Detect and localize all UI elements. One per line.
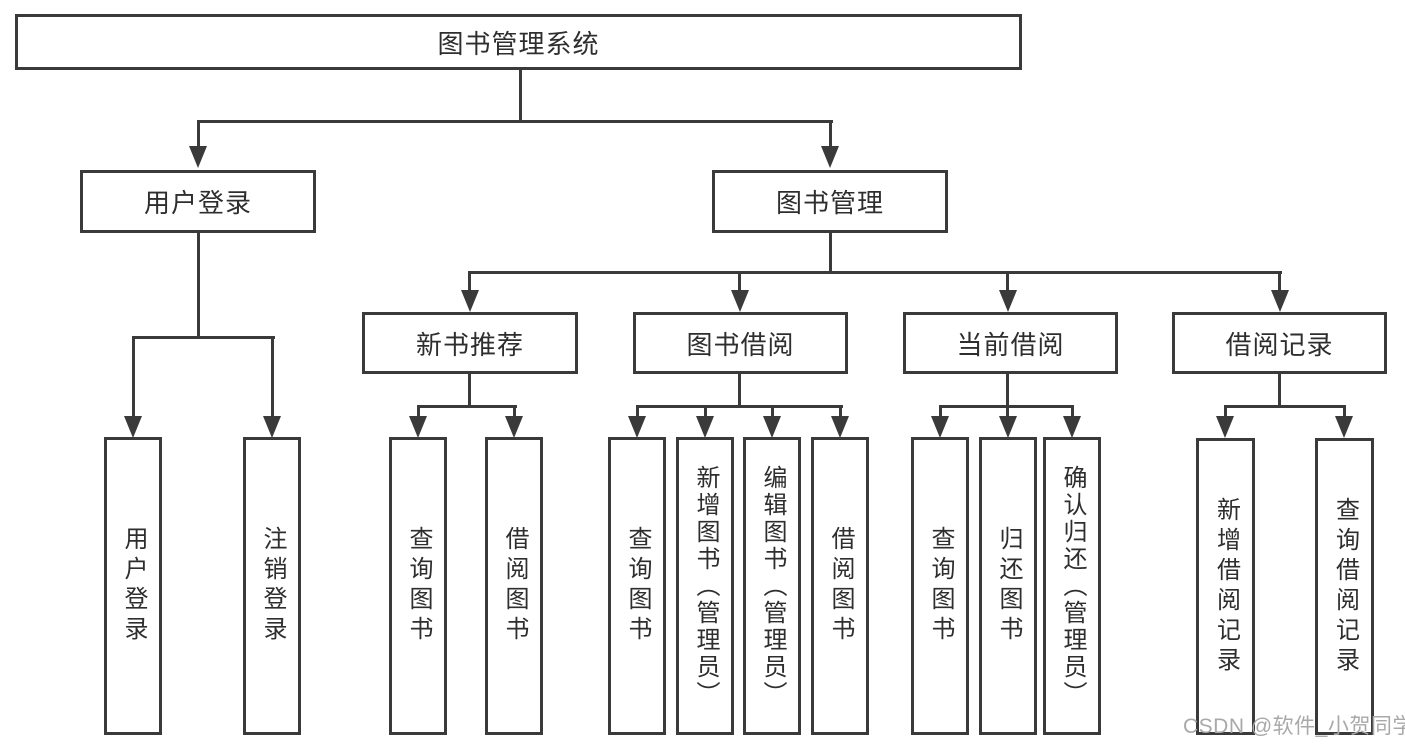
- arrow-to-nb2: [505, 416, 523, 438]
- connector-stem-book-borrow: [738, 271, 741, 291]
- leaf-query-books-2: 查询图书: [608, 437, 666, 735]
- csdn-watermark: CSDN @软件_小贺同学: [1183, 715, 1405, 738]
- leaf-add-books-admin: 新增图书（管理员）: [676, 437, 734, 735]
- leaf-label: 归还图书: [995, 526, 1022, 646]
- leaf-label: 新增图书（管理员）: [692, 464, 719, 708]
- connector-newbooks-hline: [417, 405, 517, 408]
- arrow-to-br1: [1216, 416, 1234, 438]
- leaf-label: 借阅图书: [501, 526, 528, 646]
- arrow-to-book-borrow: [731, 290, 749, 312]
- leaf-label: 查询借阅记录: [1331, 496, 1359, 677]
- connector-stem-cb3: [1071, 405, 1074, 418]
- connector-stem-leaf-logout: [271, 336, 274, 416]
- connector-stem-br1: [1224, 405, 1227, 418]
- connector-user-hline: [132, 336, 275, 339]
- connector-current-vline: [1006, 374, 1009, 408]
- leaf-return-books: 归还图书: [979, 437, 1037, 735]
- node-new-book-recommendation: 新书推荐: [362, 312, 578, 374]
- arrow-to-borrow-records: [1271, 290, 1289, 312]
- leaf-borrow-books-2: 借阅图书: [811, 437, 869, 735]
- arrow-to-bb2: [696, 416, 714, 438]
- connector-stem-bb1: [636, 405, 639, 418]
- node-book-management: 图书管理: [712, 170, 948, 233]
- node-library-management-system: 图书管理系统: [15, 14, 1022, 70]
- leaf-add-borrow-record: 新增借阅记录: [1196, 438, 1255, 735]
- connector-stem-br2: [1343, 405, 1346, 418]
- connector-stem-book-mgmt: [829, 120, 832, 148]
- arrow-to-cb2: [999, 416, 1017, 438]
- leaf-logout: 注销登录: [243, 437, 301, 735]
- arrow-to-current-borrow: [999, 290, 1017, 312]
- leaf-query-borrow-record: 查询借阅记录: [1315, 438, 1374, 735]
- node-label: 用户登录: [143, 188, 252, 218]
- leaf-label: 新增借阅记录: [1212, 496, 1240, 677]
- leaf-label: 查询图书: [405, 526, 432, 646]
- connector-stem-cb1: [939, 405, 942, 418]
- node-user-login: 用户登录: [80, 170, 316, 233]
- connector-newbooks-vline: [468, 374, 471, 408]
- connector-stem-bb4: [839, 405, 842, 418]
- node-label: 借阅记录: [1225, 329, 1334, 360]
- connector-user-vline: [197, 233, 200, 338]
- connector-stem-current-borrow: [1006, 271, 1009, 291]
- node-book-borrowing: 图书借阅: [633, 312, 848, 374]
- leaf-label: 借阅图书: [827, 526, 854, 646]
- connector-level3-hline: [468, 271, 1282, 274]
- connector-borrow-vline: [738, 374, 741, 408]
- leaf-borrow-books-1: 借阅图书: [485, 437, 543, 735]
- arrow-to-bb3: [763, 416, 781, 438]
- connector-stem-nb1: [417, 405, 420, 418]
- leaf-label: 查询图书: [624, 526, 651, 646]
- node-label: 图书管理系统: [437, 28, 600, 59]
- connector-records-vline: [1278, 374, 1281, 408]
- arrow-to-nb1: [409, 416, 427, 438]
- connector-stem-user-login: [197, 120, 200, 148]
- connector-stem-leaf-login: [132, 336, 135, 416]
- leaf-label: 用户登录: [120, 526, 147, 646]
- arrow-to-new-books: [461, 290, 479, 312]
- arrow-to-book-mgmt: [821, 146, 839, 168]
- leaf-query-books-3: 查询图书: [911, 437, 969, 735]
- node-current-borrowing: 当前借阅: [903, 312, 1118, 374]
- connector-borrow-hline: [636, 405, 843, 408]
- connector-stem-cb2: [1006, 405, 1009, 418]
- arrow-to-cb1: [931, 416, 949, 438]
- arrow-to-leaf-login: [124, 416, 142, 438]
- connector-mgmt-vline: [829, 233, 832, 273]
- connector-stem-bb3: [771, 405, 774, 418]
- leaf-label: 查询图书: [927, 526, 954, 646]
- leaf-label: 确认归还（管理员）: [1059, 464, 1086, 708]
- leaf-label: 注销登录: [259, 526, 286, 646]
- arrow-to-cb3: [1063, 416, 1081, 438]
- arrow-to-bb4: [831, 416, 849, 438]
- connector-root-vline: [519, 69, 522, 122]
- connector-level2-hline: [197, 120, 833, 123]
- node-label: 新书推荐: [415, 329, 524, 360]
- connector-stem-nb2: [513, 405, 516, 418]
- arrow-to-user-login: [189, 146, 207, 168]
- leaf-user-login: 用户登录: [104, 437, 162, 735]
- arrow-to-br2: [1335, 416, 1353, 438]
- connector-stem-borrow-records: [1278, 271, 1281, 291]
- node-borrowing-records: 借阅记录: [1172, 312, 1387, 374]
- connector-stem-bb2: [704, 405, 707, 418]
- connector-stem-new-books: [468, 271, 471, 291]
- leaf-edit-books-admin: 编辑图书（管理员）: [743, 437, 801, 735]
- node-label: 图书借阅: [686, 329, 795, 360]
- node-label: 图书管理: [775, 188, 884, 218]
- arrow-to-leaf-logout: [263, 416, 281, 438]
- connector-records-hline: [1224, 405, 1346, 408]
- leaf-label: 编辑图书（管理员）: [759, 464, 786, 708]
- leaf-query-books-1: 查询图书: [389, 437, 447, 735]
- node-label: 当前借阅: [956, 329, 1065, 360]
- arrow-to-bb1: [628, 416, 646, 438]
- leaf-confirm-return-admin: 确认归还（管理员）: [1043, 437, 1101, 735]
